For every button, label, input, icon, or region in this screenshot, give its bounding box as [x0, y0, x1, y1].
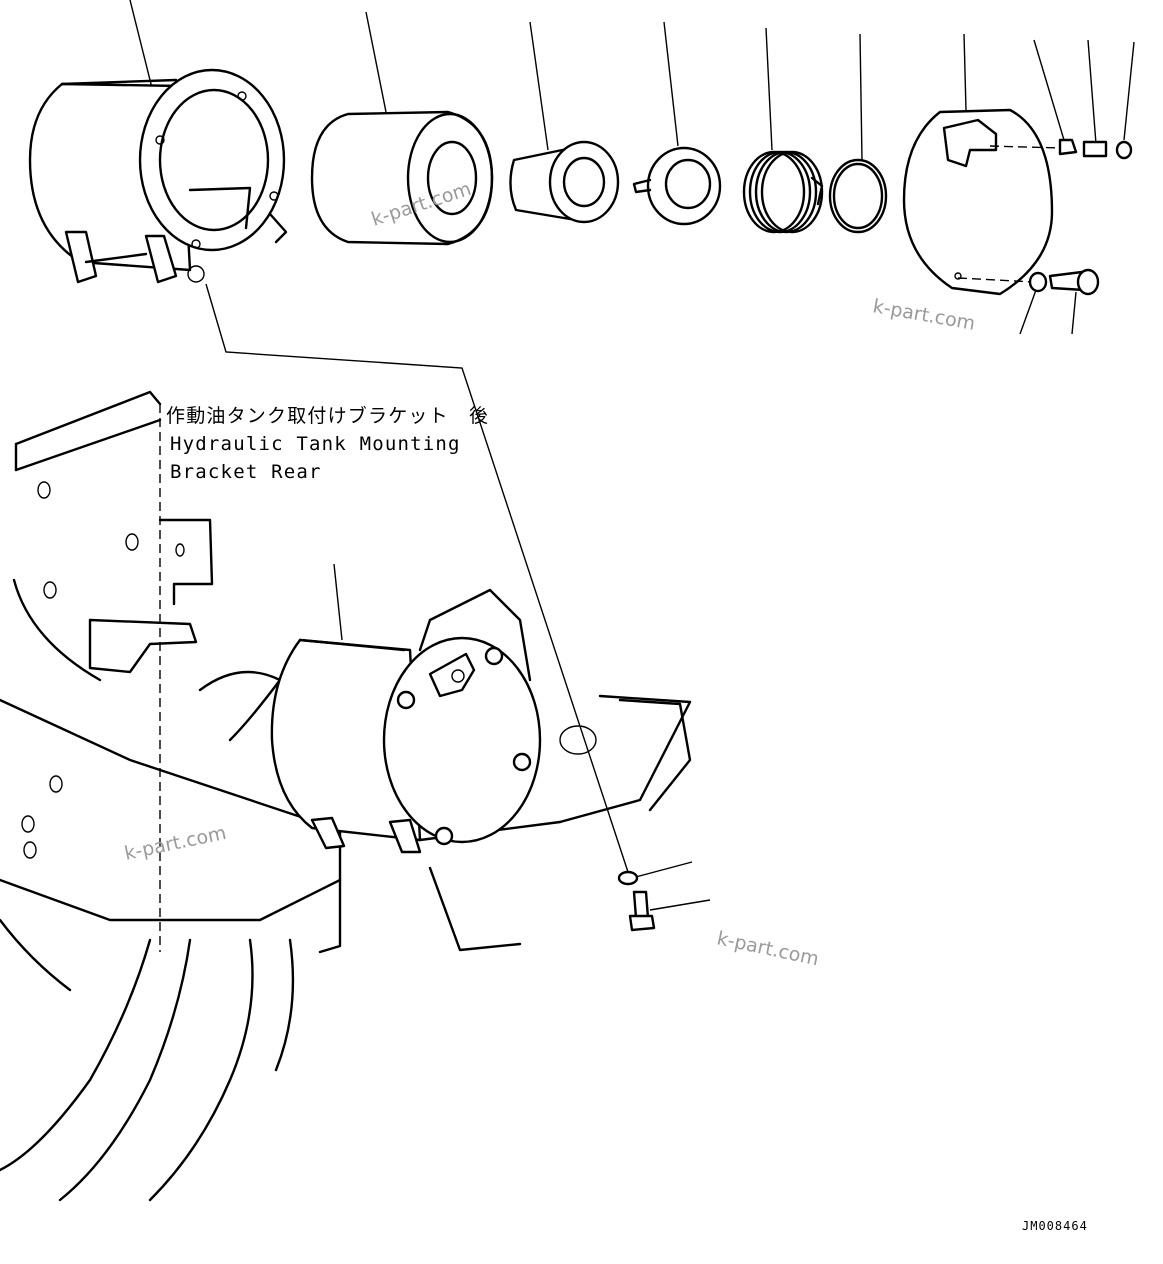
watermark-4: k-part.com: [715, 927, 821, 970]
cover-bolts: [1028, 138, 1133, 296]
watermark-2: k-part.com: [871, 295, 977, 335]
filter-element: [310, 110, 494, 246]
assembly-leader: [205, 283, 629, 873]
cover-plate: [902, 108, 1061, 296]
callout-japanese: 作動油タンク取付けブラケット 後: [166, 404, 489, 427]
assembled-housing: [270, 636, 542, 854]
spring: [742, 150, 824, 234]
mounting-bolt: [617, 870, 656, 932]
watermark-3: k-part.com: [122, 822, 228, 865]
valve-disc: [632, 146, 722, 226]
callout-english-line2: Bracket Rear: [170, 461, 322, 483]
callout-english-line1: Hydraulic Tank Mounting: [170, 433, 461, 455]
o-ring: [828, 158, 888, 234]
leader-lines: [129, 0, 1135, 911]
drawing-code: JM008464: [1022, 1219, 1088, 1233]
inner-element: [509, 140, 620, 224]
housing-body: [28, 68, 288, 284]
